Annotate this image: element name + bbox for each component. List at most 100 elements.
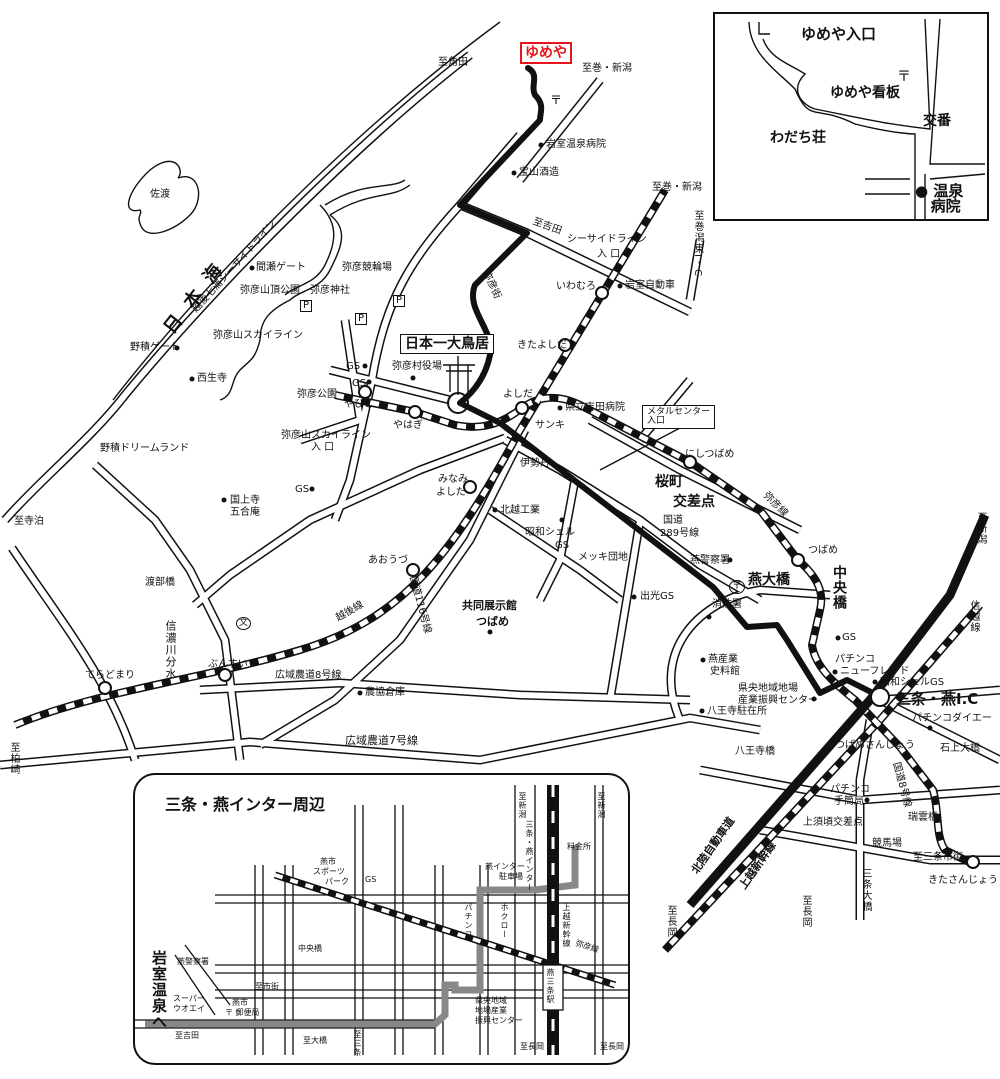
railway-line xyxy=(663,603,982,952)
label-exhibition-1: 共同展示館 xyxy=(462,599,517,612)
label-to-nagaoka-2: 至長岡 xyxy=(800,895,811,928)
label-hokuetsu: 北越工業 xyxy=(500,505,540,516)
road xyxy=(488,507,622,603)
inset-map-drawing xyxy=(135,785,628,1055)
label-seaside-entrance-1: シーサイドライン xyxy=(567,234,647,245)
label-yahiko-village-office: 弥彦村役場 xyxy=(392,361,442,372)
road xyxy=(517,78,603,182)
railway-line xyxy=(13,187,669,729)
label-inset-gs: GS xyxy=(365,875,377,884)
station-iwamuro: いわむろ xyxy=(556,281,596,292)
label-farm-road-8: 広域農道8号線 xyxy=(275,670,342,681)
label-chuo-bridge: 中央橋 xyxy=(831,565,847,610)
label-fire-station: 消防署 xyxy=(712,599,742,610)
label-yahiko-skyline: 弥彦山スカイライン xyxy=(213,330,303,341)
torii-icon xyxy=(443,356,475,395)
label-koban: 交番 xyxy=(923,113,951,129)
label-to-teradomari: 至寺泊 xyxy=(14,516,44,527)
station-minamiyoshida-1: みなみ xyxy=(438,474,468,485)
label-tsubame-ohashi: 燕大橋 xyxy=(748,572,790,588)
label-super-2: ウオエイ xyxy=(173,1004,205,1013)
label-gs-kokujo: GS xyxy=(295,484,310,495)
label-nokyo: 農協倉庫 xyxy=(365,687,405,698)
station-minamiyoshida-2: よしだ xyxy=(436,487,466,498)
label-nozumi-dreamland: 野積ドリームランド xyxy=(100,443,190,454)
road xyxy=(199,680,691,703)
roads xyxy=(0,51,1000,920)
label-sado: 佐渡 xyxy=(150,189,170,200)
label-pachinko-tezutsu-2: 手筒局 xyxy=(834,796,864,807)
station-markers xyxy=(98,286,980,869)
road xyxy=(607,519,643,701)
station-aozu: あおうづ xyxy=(368,555,408,566)
label-industry-museum-1: 燕産業 xyxy=(708,654,738,665)
station-bunsui: ぶんすい xyxy=(208,659,248,670)
label-post-1: 燕市 xyxy=(232,998,248,1007)
coastline xyxy=(112,21,501,401)
label-hozan-brewery: 宝山酒造 xyxy=(519,167,559,178)
label-inset-jibasan-1: 県央地域 xyxy=(475,996,507,1005)
label-yoshida-hospital: 県立吉田病院 xyxy=(565,402,625,413)
label-to-kakuda: 至角田 xyxy=(438,57,468,68)
label-zuiun-bridge: 瑞雲橋 xyxy=(908,812,938,823)
railways xyxy=(13,187,984,953)
label-ic-parking-2: 駐車場 xyxy=(499,872,523,881)
label-yumeya-entrance: ゆめや入口 xyxy=(801,25,877,43)
inset-yumeya-entrance: ゆめや入口 〒 ゆめや看板 交番 わだち荘 ● 温泉 病院 xyxy=(713,12,989,221)
label-to-city: 至市街 xyxy=(255,982,279,991)
label-big-torii: 日本一大鳥居 xyxy=(400,334,494,354)
road xyxy=(332,133,523,522)
road xyxy=(329,367,451,403)
post-office-icon: 〒 xyxy=(550,93,563,107)
label-kokujoji-2: 五合庵 xyxy=(230,507,260,518)
label-jibasan-1: 県央地域地場 xyxy=(738,683,798,694)
station-yahagi: やはぎ xyxy=(393,420,423,431)
parking-icon: P xyxy=(300,300,313,312)
label-yumeya-sign: ゆめや看板 xyxy=(830,85,900,101)
label-to-nagaoka-1: 至長岡 xyxy=(665,905,676,938)
label-inset-to-yoshida: 至吉田 xyxy=(175,1031,199,1040)
label-hokuro: ホクロー xyxy=(500,903,509,939)
label-to-sanjo-city: 至三条市街 xyxy=(913,852,963,863)
label-route289-1: 国道 xyxy=(663,515,683,526)
access-route xyxy=(457,65,876,696)
label-skyline-entrance-1: 弥彦山スカイライン xyxy=(281,430,371,441)
label-metal-center: メタルセンター 入口 xyxy=(642,405,716,429)
label-inset-to-nagaoka-2: 至長岡 xyxy=(600,1042,624,1051)
label-mase-gate: 間瀬ゲート xyxy=(256,262,306,273)
label-nozumi-gate: 野積ゲート xyxy=(130,342,180,353)
label-to-kashiwazaki: 至柏崎 xyxy=(8,742,19,775)
label-inset-chuo-bridge: 中央橋 xyxy=(298,944,322,953)
road xyxy=(92,462,243,761)
inset-title: 三条・燕インター周辺 xyxy=(165,795,326,814)
label-hachiouji-police: 八王寺駐在所 xyxy=(707,706,767,717)
label-showa-shell-gs: 昭和シェルGS xyxy=(880,677,945,688)
road xyxy=(299,319,363,443)
label-pachinko-newfriend-2: ニューフレンド xyxy=(840,666,910,677)
label-interchange: 三条・燕インター xyxy=(525,820,534,892)
label-to-niigata-1: 至新潟 xyxy=(518,792,527,819)
label-sports-park-3: パーク xyxy=(325,877,349,886)
label-sanki: サンキ xyxy=(535,420,565,431)
label-tsubame-police: 燕警察署 xyxy=(690,555,730,566)
label-showa-shell-2: GS xyxy=(555,540,570,551)
poi-dots xyxy=(174,142,933,803)
station-teradomari: てらどまり xyxy=(85,670,135,681)
station-nishitsubame: にしつばめ xyxy=(685,449,735,460)
post-office-icon: 〒 xyxy=(729,580,745,594)
label-kamisugoro: 上須頃交差点 xyxy=(803,817,863,828)
label-watabe-bridge: 渡部橋 xyxy=(145,577,175,588)
label-isetan: 伊勢丹 xyxy=(520,458,550,469)
parking-icon: P xyxy=(393,295,406,307)
label-yahiko-summit-park: 弥彦山頂公園 xyxy=(240,285,300,296)
station-kitayoshida: きたよしだ xyxy=(517,340,567,351)
post-office-icon: 〒 xyxy=(897,69,911,85)
road xyxy=(2,52,472,522)
label-skyline-entrance-2: 入 口 xyxy=(311,442,335,453)
label-industry-museum-2: 史料館 xyxy=(710,666,740,677)
label-shinetsu-line: 信越線 xyxy=(968,600,979,633)
road xyxy=(258,428,528,748)
label-yahiko-park: 弥彦公園 xyxy=(297,389,337,400)
